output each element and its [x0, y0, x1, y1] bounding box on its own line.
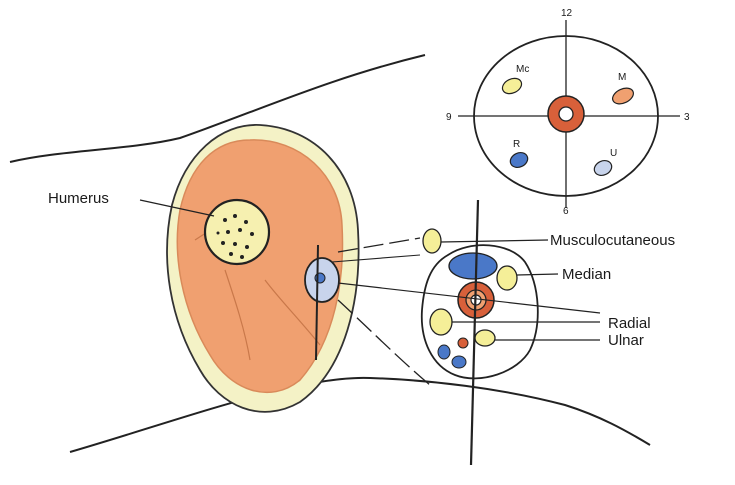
clock-face-inset: 12 3 6 9 Mc M R U: [446, 8, 690, 217]
enlarged-neurovascular-inset: [422, 200, 538, 465]
clock-twelve: 12: [561, 8, 573, 19]
arm-lower-contour: [70, 378, 650, 452]
musculocutaneous-nerve: [423, 229, 441, 253]
clock-artery-lumen: [559, 107, 573, 121]
clock-r-label: R: [513, 139, 520, 150]
musculocutaneous-label: Musculocutaneous: [550, 232, 675, 249]
clock-u-label: U: [610, 148, 617, 159]
musculocutaneous-leader: [441, 240, 548, 242]
vein-lower-mid: [452, 356, 466, 368]
arm-cross-section: [167, 125, 359, 412]
vein-lower-left: [438, 345, 450, 359]
radial-nerve: [430, 309, 452, 335]
median-vein-top: [449, 253, 497, 279]
projection-bottom: [338, 300, 430, 385]
humerus-label: Humerus: [48, 190, 109, 207]
small-artery: [458, 338, 468, 348]
ulnar-label: Ulnar: [608, 332, 644, 349]
ulnar-nerve: [475, 330, 495, 346]
clock-mc-label: Mc: [516, 64, 529, 75]
radial-label: Radial: [608, 315, 651, 332]
humerus-bone: [205, 200, 269, 264]
median-label: Median: [562, 266, 611, 283]
clock-three: 3: [684, 112, 690, 123]
clock-six: 6: [563, 206, 569, 217]
clock-nine: 9: [446, 112, 452, 123]
median-nerve: [497, 266, 517, 290]
clock-m-label: M: [618, 72, 626, 83]
